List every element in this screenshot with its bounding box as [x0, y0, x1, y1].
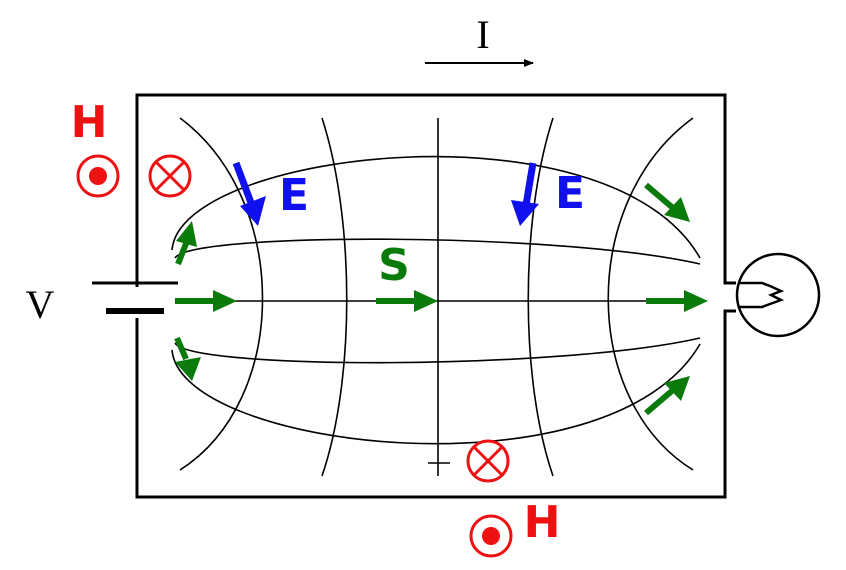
bulb-filament [738, 281, 785, 309]
into-page-icon [148, 154, 192, 198]
bottom-wire [135, 309, 736, 499]
poynting-vectors: S [174, 182, 708, 416]
electric-field-label-left: E [279, 170, 309, 221]
poynting-arrow-lower-left-shaft [174, 336, 189, 361]
left-curved-field-line-1 [179, 117, 264, 471]
electric-field-vectors: E E [232, 161, 585, 226]
poynting-label: S [378, 240, 410, 291]
magnetic-field-symbols: H H [71, 97, 561, 558]
poynting-arrow-lower-right-shaft [644, 387, 675, 416]
bulb-globe [735, 252, 821, 338]
circuit-wire: V [26, 93, 736, 499]
out-of-page-icon [76, 154, 120, 198]
poynting-arrow-right-head [684, 290, 708, 312]
inner-bottom-field-line [174, 337, 701, 364]
into-page-icon [466, 439, 510, 483]
out-of-page-icon [469, 514, 513, 558]
poynting-arrow-center-head [414, 290, 438, 312]
current-label: I [476, 12, 489, 57]
light-bulb [735, 252, 821, 338]
current-direction: I [425, 12, 534, 67]
magnetic-field-label-top: H [71, 97, 108, 148]
right-curved-field-line-2 [607, 117, 694, 471]
electric-arrow-right-shaft [522, 162, 537, 206]
poynting-arrow-lower-left-head [175, 357, 201, 381]
electric-arrow-left-head [240, 196, 266, 226]
poynting-arrow-upper-right-shaft [644, 182, 675, 211]
poynting-arrow-upper-left-shaft [175, 239, 190, 266]
magnetic-field-label-bottom: H [524, 497, 561, 548]
right-curved-field-line-1 [527, 117, 554, 477]
poynting-arrow-upper-left-head [176, 221, 197, 247]
electric-arrow-right-head [511, 200, 539, 226]
top-wire [135, 93, 736, 287]
outer-top-field-line [171, 155, 701, 259]
left-curved-field-line-2 [321, 117, 348, 477]
outer-bottom-field-line [171, 343, 701, 445]
voltage-label: V [26, 282, 55, 327]
inner-top-field-line [174, 238, 701, 265]
field-lines [171, 117, 701, 477]
poynting-arrow-upper-right-head [664, 197, 690, 222]
electric-field-label-right: E [555, 168, 585, 219]
poynting-arrow-lower-right-head [664, 376, 690, 401]
electric-arrow-left-shaft [232, 161, 257, 210]
poynting-arrow-left-head [213, 290, 237, 312]
